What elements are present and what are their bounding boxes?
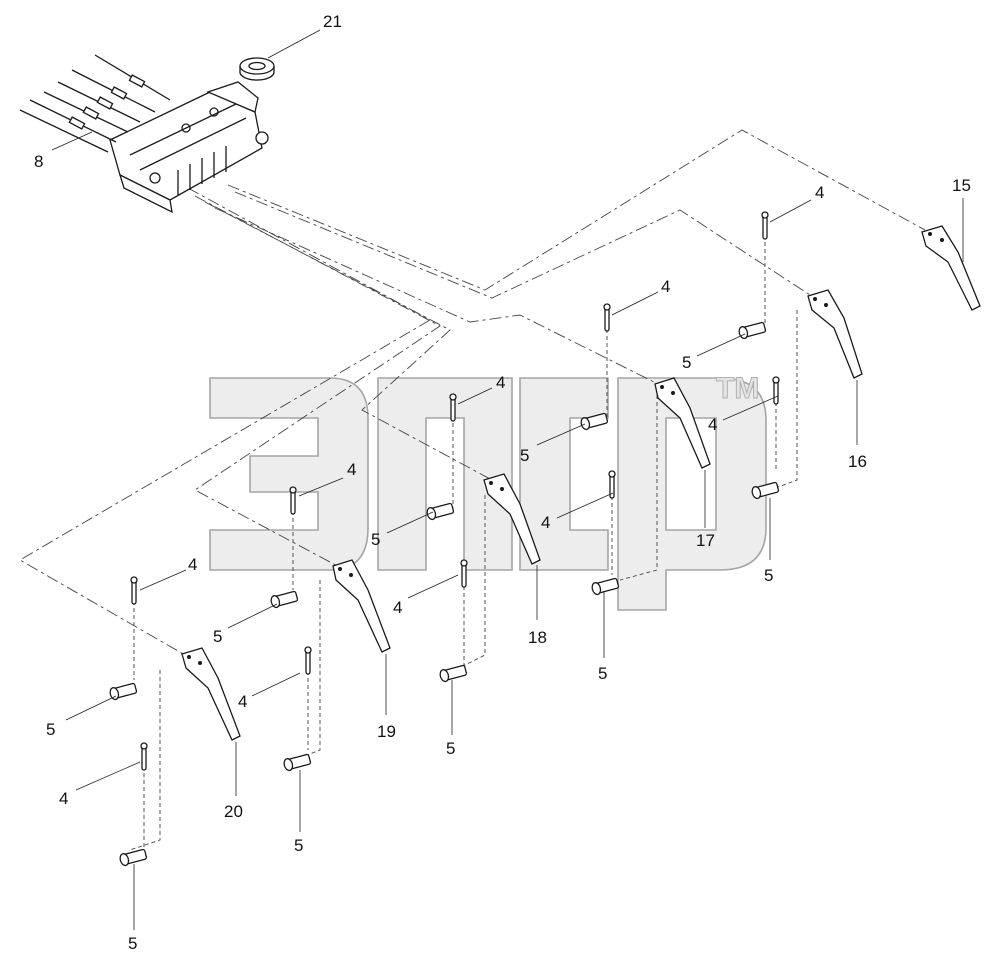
clevis-pin-icon <box>591 577 620 596</box>
callout-5: 5 <box>520 446 529 465</box>
lever-16 <box>807 289 863 379</box>
clevis-pin-icon <box>751 481 780 500</box>
watermark-letter-b <box>617 377 767 611</box>
routing-lines <box>19 129 926 656</box>
cotter-pin-icon <box>460 559 468 588</box>
callout-17: 17 <box>696 531 715 550</box>
clevis-pin-icon <box>270 590 299 609</box>
watermark-letter-e <box>209 377 369 571</box>
callout-19: 19 <box>377 722 396 741</box>
callout-16: 16 <box>848 452 867 471</box>
watermark-tm: TM <box>716 372 759 405</box>
callout-4: 4 <box>59 789 68 808</box>
clevis-pins <box>109 321 780 867</box>
callout-5: 5 <box>446 739 455 758</box>
valve-spool-stems <box>19 54 171 153</box>
cotter-pin-icon <box>289 486 297 515</box>
cotter-pin-icon <box>761 211 769 240</box>
callout-5: 5 <box>598 664 607 683</box>
clevis-pin-icon <box>580 412 609 431</box>
cotter-pin-icon <box>304 646 312 675</box>
callout-5: 5 <box>682 353 691 372</box>
cotter-pin-icon <box>772 376 780 405</box>
watermark-logo: TM <box>209 372 767 611</box>
watermark-letter-p <box>377 377 513 571</box>
callout-labels: 21 8 15 4 4 5 16 4 5 4 17 5 4 5 4 18 4 5… <box>34 12 971 953</box>
clevis-pin-icon <box>439 664 468 683</box>
callout-4: 4 <box>347 460 356 479</box>
lever-18 <box>483 473 541 565</box>
callout-21: 21 <box>323 12 342 31</box>
clevis-pin-icon <box>109 682 138 701</box>
cotter-pin-icon <box>130 576 138 605</box>
watermark-letter-c <box>519 377 609 571</box>
callout-15: 15 <box>952 176 971 195</box>
clevis-pin-icon <box>738 321 767 340</box>
callout-4: 4 <box>393 598 402 617</box>
callout-18: 18 <box>528 628 547 647</box>
callout-4: 4 <box>708 415 717 434</box>
cotter-pin-icon <box>608 470 616 499</box>
cotter-pin-icon <box>449 393 457 422</box>
clevis-pin-icon <box>283 753 312 772</box>
control-valve-icon <box>19 54 269 214</box>
lever-20 <box>181 647 241 741</box>
callout-5: 5 <box>46 720 55 739</box>
clevis-pin-icon <box>119 848 148 867</box>
lever-19 <box>332 559 391 653</box>
callout-4: 4 <box>541 513 550 532</box>
callout-20: 20 <box>224 802 243 821</box>
callout-8: 8 <box>34 152 43 171</box>
lever-15 <box>921 225 981 311</box>
callout-4: 4 <box>815 183 824 202</box>
callout-5: 5 <box>764 566 773 585</box>
callout-5: 5 <box>213 627 222 646</box>
callout-5: 5 <box>128 934 137 953</box>
callout-4: 4 <box>661 277 670 296</box>
callout-5: 5 <box>294 836 303 855</box>
callout-4: 4 <box>238 692 247 711</box>
cotter-pin-icon <box>140 742 148 771</box>
clevis-pin-icon <box>426 502 455 521</box>
cotter-pins <box>130 211 780 771</box>
callout-5: 5 <box>371 530 380 549</box>
cap-icon <box>239 57 275 81</box>
lever-17 <box>654 377 711 469</box>
leader-lines <box>51 29 964 930</box>
cotter-pin-icon <box>603 303 611 332</box>
callout-4: 4 <box>188 555 197 574</box>
callout-4: 4 <box>496 373 505 392</box>
